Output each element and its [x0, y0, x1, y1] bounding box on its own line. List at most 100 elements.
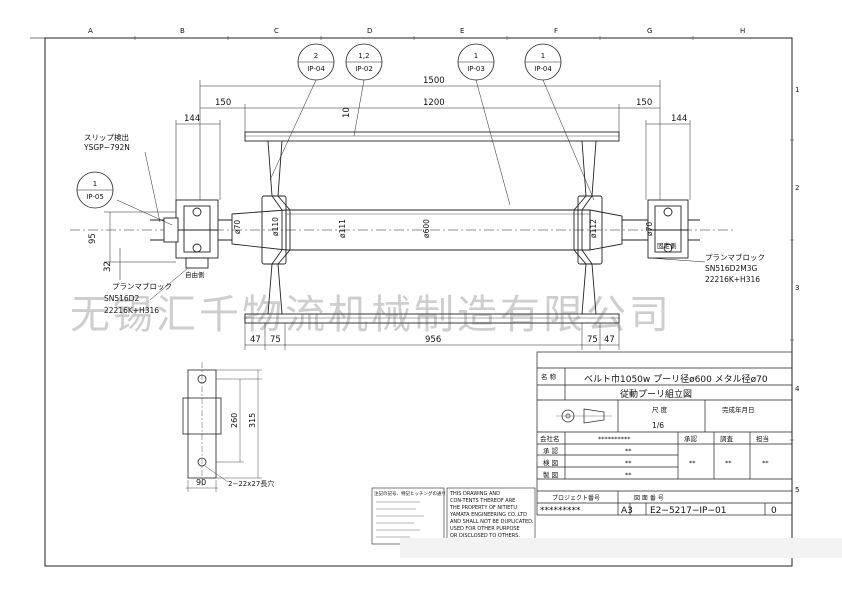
dim-d111: ø111 — [338, 219, 347, 238]
dimension-texts: 1500 150 1200 150 10 144 144 95 32 ø70 ø… — [88, 76, 687, 345]
balloon-ref: IP-03 — [467, 65, 485, 73]
copyright-line5: AND SHALL NOT BE DUPLICATED. — [450, 519, 534, 525]
balloon-num: 1 — [541, 52, 545, 60]
balloon-ref: IP-04 — [307, 65, 325, 73]
scale-label: 尺 度 — [652, 405, 668, 414]
left-block-model: SN516D2 — [104, 294, 139, 303]
dim-d70-left: ø70 — [233, 220, 242, 234]
grid-col-b: B — [180, 27, 185, 35]
left-block-label: プランマブロック — [112, 281, 172, 291]
row1-value: ** — [625, 447, 632, 455]
grid-col-h: H — [740, 27, 745, 35]
notes-block-title: 注記の記号、特記ヒッチングの通り — [374, 490, 446, 497]
balloon-1-ip05: 1 IP-05 — [76, 171, 114, 209]
right-block-model: SN516D2M3G — [705, 264, 757, 273]
dim-260: 260 — [230, 413, 239, 428]
free-side-label: 自由側 — [185, 270, 205, 279]
row2-label: 検 図 — [543, 458, 558, 467]
dim-holes: 2−22x27長穴 — [228, 479, 274, 488]
title-block-texts: 名 称 ベルト巾1050w プーリ径ø600 メタル径ø70 従動プーリ組立図 … — [540, 372, 777, 516]
copyright-block: THIS DRAWING AND CON-TENTS THEREOF ARE T… — [446, 487, 536, 545]
check-value: ** — [725, 459, 732, 467]
name-label: 名 称 — [541, 372, 557, 381]
grid-col-e: E — [460, 27, 464, 35]
slip-label: スリップ検出 — [84, 132, 129, 142]
date-label: 完成年月日 — [722, 405, 755, 414]
grid-col-c: C — [274, 27, 279, 35]
dim-1500: 1500 — [423, 76, 445, 86]
drawing-frame — [30, 37, 793, 567]
copyright-line1: THIS DRAWING AND — [449, 491, 500, 497]
dimension-lines — [104, 79, 706, 350]
bearing-side-view — [182, 362, 262, 492]
dim-956: 956 — [425, 335, 441, 345]
dim-95: 95 — [88, 233, 98, 244]
balloon-num: 1,2 — [358, 52, 369, 60]
company-label: 会社名 — [540, 434, 560, 443]
dim-47-right: 47 — [604, 335, 615, 345]
pulley-drawing — [70, 131, 735, 324]
drawing-no-label: 図 面 番 号 — [634, 495, 664, 502]
dim-d600: ø600 — [422, 219, 431, 238]
right-block-bearing: 22216K+H316 — [705, 275, 760, 284]
balloon-num: 1 — [93, 180, 97, 188]
approve-label: 承認 — [684, 434, 698, 443]
grid-col-a: A — [88, 27, 93, 35]
copyright-line2: CON-TENTS THEREOF ARE — [450, 498, 515, 504]
left-block-bearing: 22216K+H316 — [104, 306, 159, 315]
company-value: ********** — [598, 435, 631, 443]
project-value: ********* — [540, 506, 581, 516]
grid-row-1: 1 — [795, 86, 799, 94]
scan-strip — [400, 538, 842, 558]
revision: 0 — [771, 506, 777, 516]
row1-label: 承 認 — [543, 446, 559, 455]
grid-row-3: 3 — [795, 284, 799, 292]
dim-144-right: 144 — [671, 114, 687, 124]
drawing-name: 従動プーリ組立図 — [620, 388, 692, 400]
copyright-line6: USED FOR OTHER PURPOSE — [450, 526, 520, 532]
balloon-2-ip04: 2 IP-04 — [297, 43, 335, 81]
balloon-1-ip04: 1 IP-04 — [524, 43, 562, 81]
balloon-num: 1 — [474, 52, 478, 60]
balloon-num: 2 — [314, 52, 318, 60]
charge-value: ** — [762, 459, 769, 467]
copyright-line7: OR DISCLOSED TO OTHERS. — [450, 533, 520, 539]
dim-d110: ø110 — [271, 217, 280, 236]
balloon-ref: IP-04 — [534, 65, 552, 73]
bearing-side-dims: 260 315 90 2−22x27長穴 — [196, 413, 274, 488]
balloon-12-ip02: 1,2 IP-02 — [345, 43, 383, 81]
dim-1200: 1200 — [423, 98, 445, 108]
balloon-ref: IP-02 — [355, 65, 373, 73]
copyright-line3: THE PROPERTY OF NITIETU — [449, 505, 517, 511]
dim-10: 10 — [342, 107, 352, 118]
spec-text: ベルト巾1050w プーリ径ø600 メタル径ø70 — [584, 373, 768, 385]
grid-col-f: F — [554, 27, 558, 35]
row3-label: 製 図 — [543, 470, 558, 479]
notes-block: 注記の記号、特記ヒッチングの通り — [371, 487, 446, 545]
dim-90: 90 — [196, 478, 206, 487]
balloon-ref: IP-05 — [86, 193, 104, 201]
balloon-1-ip03: 1 IP-03 — [457, 43, 495, 81]
scale-value: 1/6 — [652, 421, 664, 430]
slip-part: YSGP−792N — [83, 143, 130, 152]
row3-value: ** — [625, 471, 632, 479]
dim-150-left: 150 — [215, 98, 231, 108]
drawing-number: E2−5217−IP−01 — [650, 506, 726, 516]
approve-value: ** — [689, 459, 696, 467]
grid-row-labels: 1 2 3 4 5 — [795, 86, 800, 494]
dim-d112: ø112 — [589, 219, 598, 238]
dim-150-right: 150 — [636, 98, 652, 108]
dim-75-left: 75 — [270, 335, 281, 345]
project-label: プロジェクト番号 — [552, 495, 600, 502]
dim-47-left: 47 — [250, 335, 261, 345]
size-code: A3 — [621, 506, 633, 516]
grid-column-labels: A B C D E F G H — [88, 27, 745, 35]
dim-d70-right: ø70 — [645, 222, 654, 236]
dim-144-left: 144 — [184, 114, 200, 124]
grid-row-5: 5 — [795, 486, 799, 494]
copyright-line4: YAMATA ENGINEERING CO.,LTD — [449, 512, 527, 518]
grid-col-d: D — [367, 27, 372, 35]
charge-label: 担当 — [756, 434, 769, 443]
